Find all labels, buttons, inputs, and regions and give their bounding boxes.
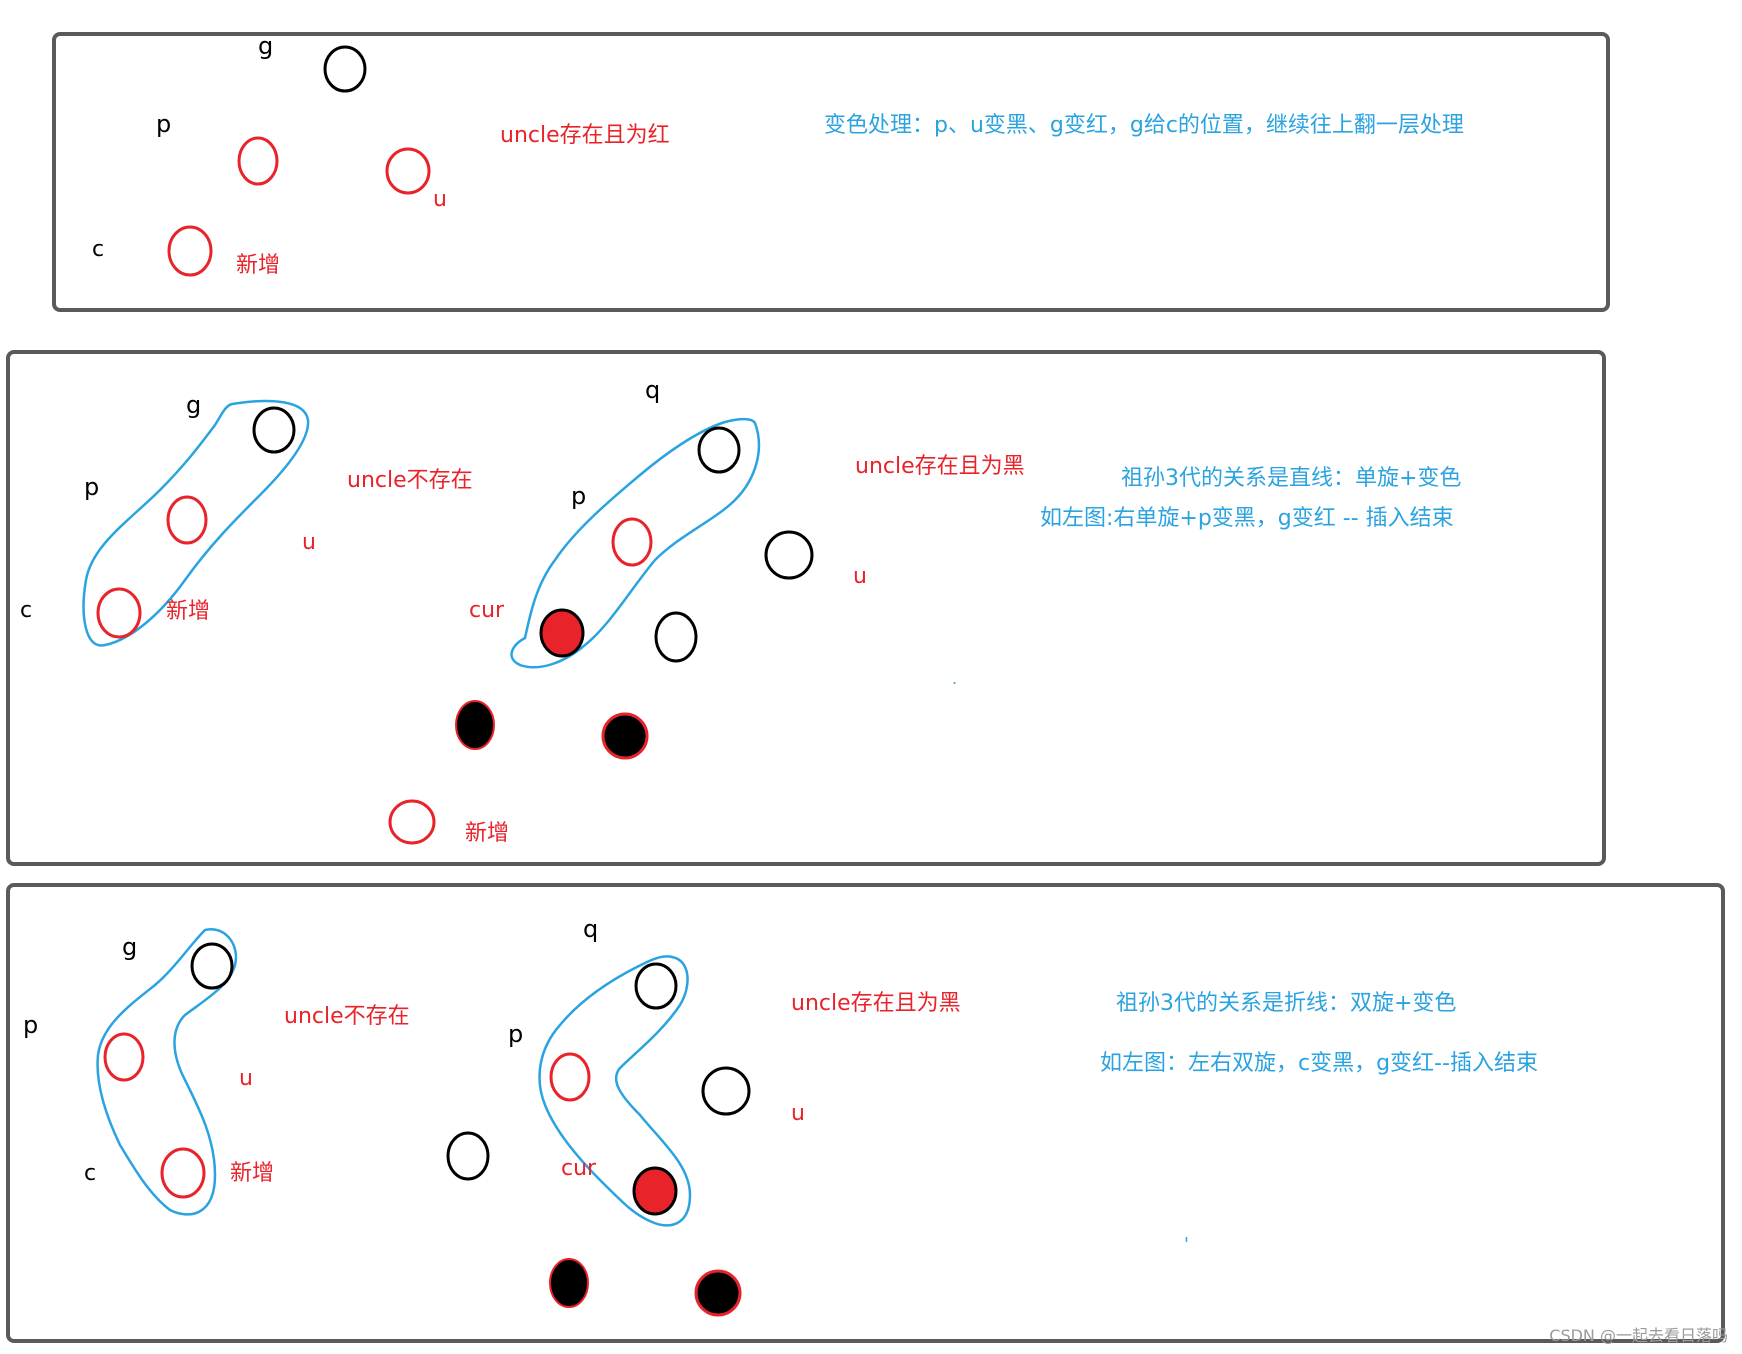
p3-right-node-child-left [549,1258,589,1308]
p1-label-new: 新增 [236,253,280,278]
p2-right-label-u: u [853,564,867,589]
p2-left-label-p: p [84,473,99,501]
p3-left-node-p [103,1032,145,1082]
p3-left-case-text: uncle不存在 [284,1004,410,1029]
p2-left-node-c [96,587,142,639]
p3-stray-tick: ' [1184,1234,1189,1255]
p3-right-label-u: u [791,1101,805,1126]
p3-rule1-text: 祖孙3代的关系是折线：双旋+变色 [1116,991,1456,1016]
p2-right-label-new: 新增 [465,821,509,846]
p3-left-node-g [190,942,234,990]
p3-right-label-p: p [508,1020,523,1048]
p3-right-node-u [701,1066,751,1116]
p1-rule-text: 变色处理：p、u变黑、g变红，g给c的位置，继续往上翻一层处理 [824,113,1464,138]
panel-1-frame [52,32,1610,312]
p2-right-node-g [697,426,741,474]
p1-node-c [167,225,213,277]
p2-right-outline [510,417,761,669]
p2-right-label-g: q [645,376,660,404]
panel-3-frame [6,883,1725,1343]
p2-right-label-cur: cur [469,598,505,623]
p3-left-label-g: g [122,933,137,961]
p1-label-c: c [92,237,104,262]
p1-node-p [237,136,279,186]
p2-right-node-sibling [654,611,698,663]
p2-left-outline [82,399,310,647]
p2-left-label-c: c [20,598,32,623]
p3-right-node-cur [632,1166,678,1216]
p1-case-text: uncle存在且为红 [500,123,670,148]
p1-node-u [385,147,431,195]
p3-right-node-uncle-left [446,1131,490,1181]
p2-rule2-text: 如左图:右单旋+p变黑，g变红 -- 插入结束 [1040,506,1454,531]
p2-left-label-new: 新增 [166,599,210,624]
p3-right-node-child-right [694,1269,742,1317]
p3-rule2-text: 如左图：左右双旋，c变黑，g变红--插入结束 [1100,1051,1538,1076]
p3-left-label-c: c [84,1161,96,1186]
p1-label-u: u [433,187,447,212]
p1-node-g [323,45,367,93]
watermark: CSDN @一起去看日落吗 [1549,1326,1728,1345]
p1-label-g: g [258,32,273,60]
p3-right-label-cur: cur [561,1156,597,1181]
panel-2-frame [6,350,1606,866]
p3-left-label-p: p [23,1011,38,1039]
p2-left-label-g: g [186,391,201,419]
p3-left-outline [96,927,238,1216]
p2-right-label-p: p [571,482,586,510]
p3-right-label-g: q [583,915,598,943]
p3-right-case-text: uncle存在且为黑 [791,991,961,1016]
p3-right-node-p [549,1052,591,1102]
p2-left-case-text: uncle不存在 [347,468,473,493]
p3-left-label-u: u [239,1066,253,1091]
p2-stray-dot: . [952,669,957,688]
p2-right-node-child-left [455,700,495,750]
p2-right-node-child-right [601,712,649,760]
p2-right-node-new [388,799,436,845]
p2-left-node-p [166,495,208,545]
p3-left-label-new: 新增 [230,1161,274,1186]
p2-left-node-g [252,406,296,454]
p1-label-p: p [156,110,171,138]
p2-left-label-u: u [302,530,316,555]
p3-right-node-g [634,962,678,1010]
p2-right-node-u [764,530,814,580]
p3-left-node-c [160,1147,206,1199]
p3-right-outline [538,955,692,1227]
p2-rule1-text: 祖孙3代的关系是直线：单旋+变色 [1121,466,1461,491]
p2-right-node-p [611,517,653,567]
p2-right-node-cur [539,608,585,658]
p2-right-case-text: uncle存在且为黑 [855,454,1025,479]
